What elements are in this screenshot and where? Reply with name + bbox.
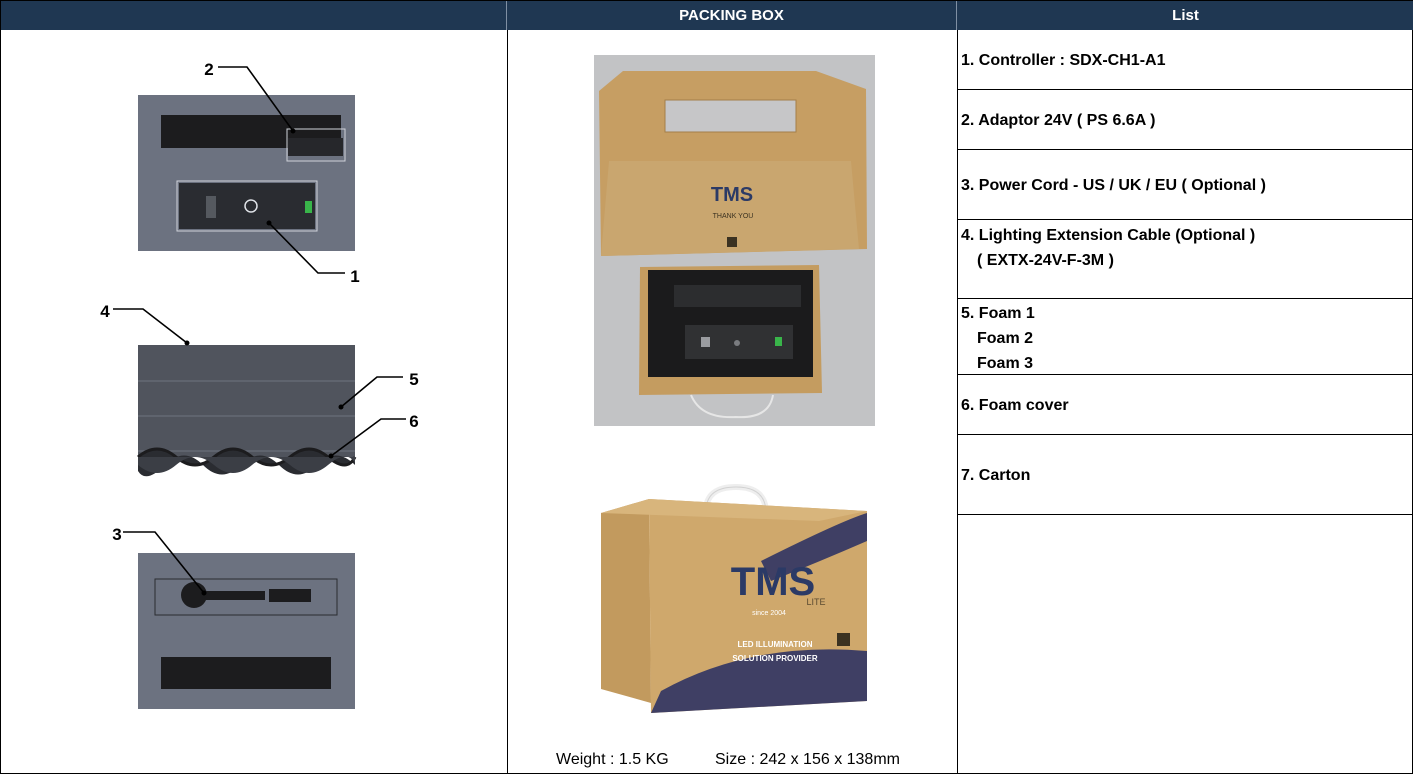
header-list: List [957,1,1413,30]
list-item: 5. Foam 1 Foam 2 Foam 3 [961,305,1035,372]
leader-arrowheads [184,128,344,596]
header-packing-box: PACKING BOX [507,1,957,30]
row-divider [958,89,1413,90]
callout-3: 3 [112,525,121,544]
row-divider [958,374,1413,375]
column-divider [957,30,958,773]
carton-brand-sub: LITE [806,597,825,607]
carton-tagline-1: LED ILLUMINATION [738,640,813,649]
list-item: 1. Controller : SDX-CH1-A1 [961,52,1166,69]
carton-brand: TMS [731,560,815,604]
leader-lines [113,66,406,594]
carton-since: since 2004 [752,610,786,617]
callout-1: 1 [350,267,359,286]
list-item: 2. Adaptor 24V ( PS 6.6A ) [961,112,1156,129]
list-item: 6. Foam cover [961,397,1069,414]
lid-brand: TMS [711,184,753,206]
weight-label: Weight : 1.5 KG [556,751,669,768]
drawing-controller-adaptor [138,95,355,251]
header-drawings [1,1,507,30]
callout-2: 2 [204,60,213,79]
open-box-photo: TMS THANK YOU [594,55,875,426]
size-label: Size : 242 x 156 x 138mm [715,751,900,768]
drawing-foams [137,345,357,477]
packing-drawings: 1 2 3 4 5 6 [100,60,419,709]
carton-photo: TMS LITE since 2004 LED ILLUMINATION SOL… [601,483,867,713]
packing-photos: TMS THANK YOU TMS LITE since 2004 L [594,55,875,713]
carton-tagline-2: SOLUTION PROVIDER [732,654,818,663]
row-divider [958,298,1413,299]
callout-6: 6 [409,412,418,431]
column-divider [507,30,508,773]
list-item: 7. Carton [961,467,1031,484]
row-divider [958,149,1413,150]
callout-5: 5 [409,370,418,389]
lid-thanks: THANK YOU [713,213,754,220]
drawing-power-cord [138,553,355,709]
list-item: 3. Power Cord - US / UK / EU ( Optional … [961,177,1266,194]
row-divider [958,219,1413,220]
callout-4: 4 [100,302,110,321]
row-divider [958,514,1413,515]
list-item: 4. Lighting Extension Cable (Optional ) … [961,227,1256,269]
row-divider [958,434,1413,435]
